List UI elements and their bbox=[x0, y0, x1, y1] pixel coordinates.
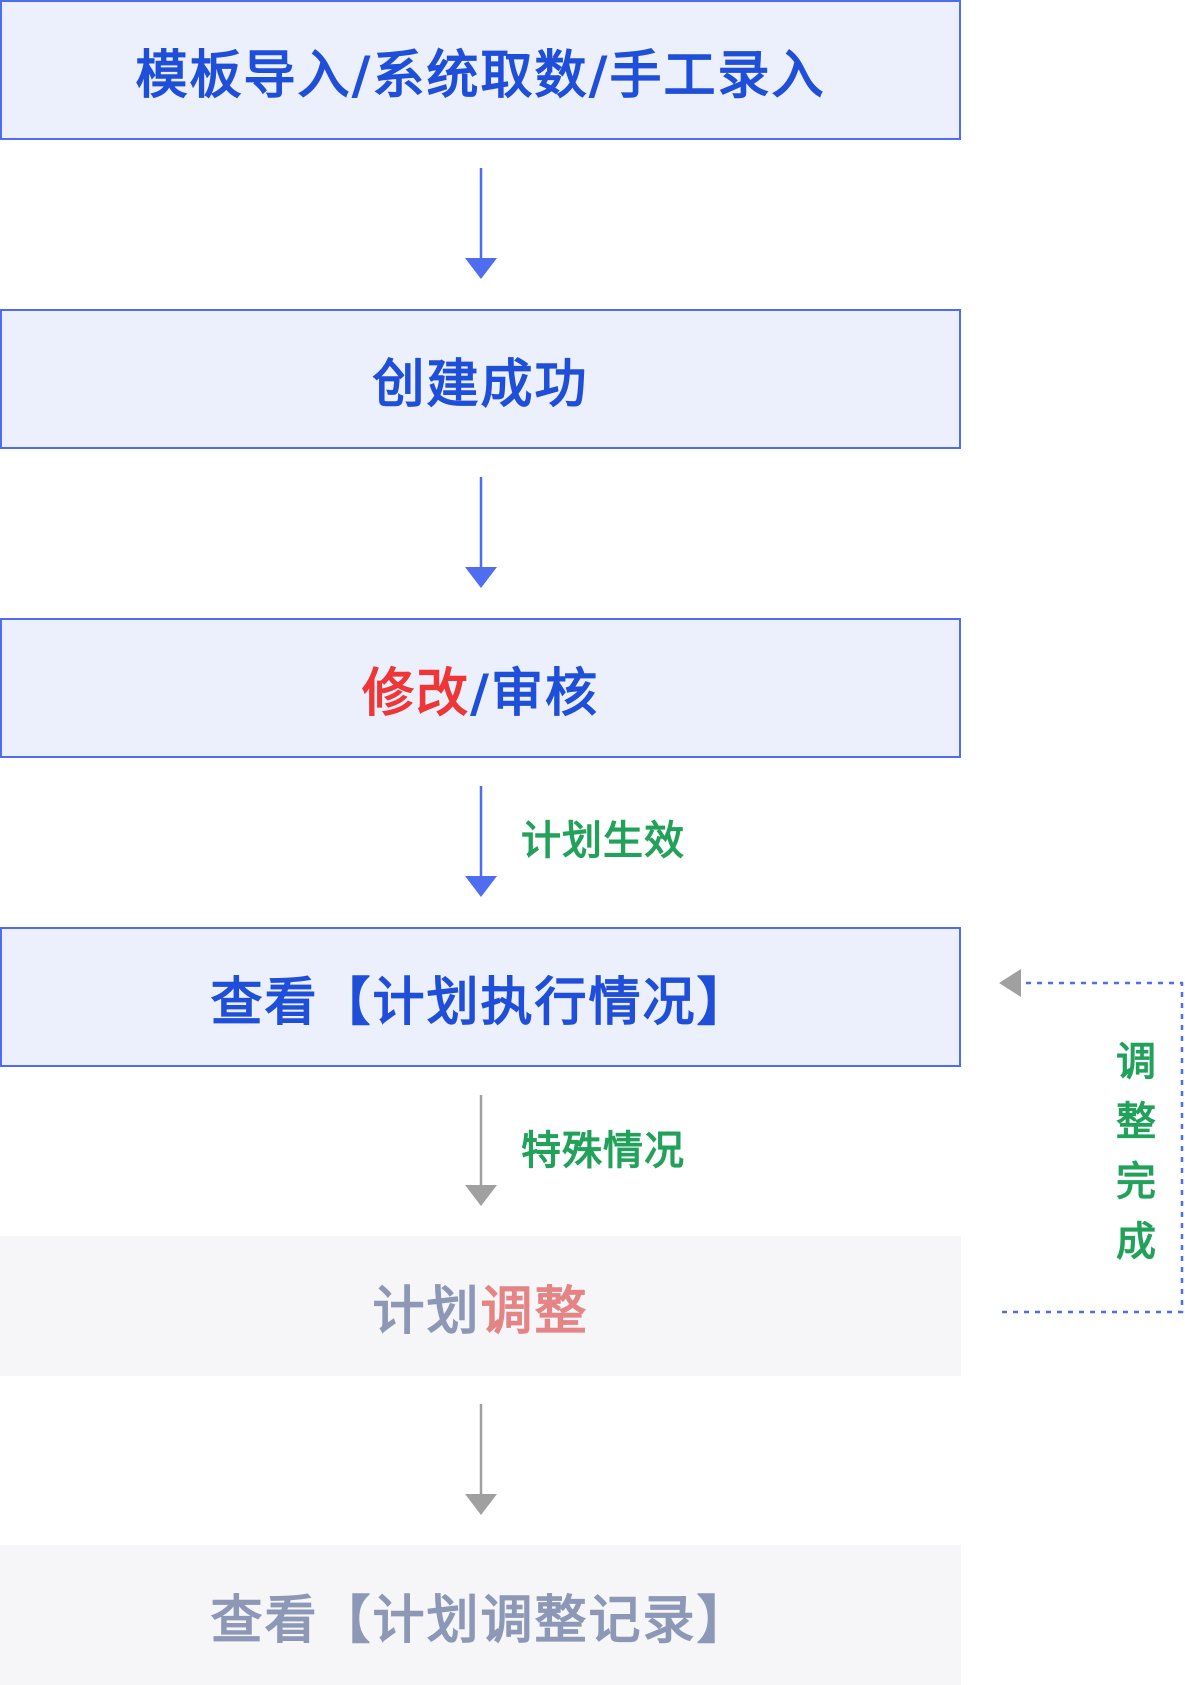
node-modify-label: 修改 bbox=[361, 663, 470, 724]
edge-label-special: 特殊情况 bbox=[521, 1128, 685, 1174]
arrow-1 bbox=[465, 168, 497, 279]
arrow-4 bbox=[465, 1095, 497, 1206]
node-plan-adjust: 计划调整 bbox=[0, 1236, 961, 1376]
node-created-label: 创建成功 bbox=[372, 354, 589, 415]
node-view-execution-label: 查看【计划执行情况】 bbox=[210, 972, 751, 1033]
node-import-label: 模板导入/系统取数/手工录入 bbox=[135, 45, 826, 106]
node-created: 创建成功 bbox=[0, 309, 961, 449]
feedback-loop bbox=[999, 969, 1184, 1314]
edge-label-effective: 计划生效 bbox=[521, 818, 685, 864]
node-view-adjust-record: 查看【计划调整记录】 bbox=[0, 1545, 961, 1685]
feedback-char: 调 bbox=[1116, 1039, 1156, 1085]
arrow-3 bbox=[465, 786, 497, 897]
feedback-char: 成 bbox=[1116, 1219, 1156, 1265]
feedback-label: 调 整 完 成 bbox=[1114, 1032, 1158, 1272]
arrow-2 bbox=[465, 477, 497, 588]
node-modify-review: 修改/审核 bbox=[0, 618, 961, 758]
node-import: 模板导入/系统取数/手工录入 bbox=[0, 0, 961, 140]
node-plan-label: 计划 bbox=[372, 1281, 481, 1342]
node-view-execution: 查看【计划执行情况】 bbox=[0, 927, 961, 1067]
node-view-adjust-record-label: 查看【计划调整记录】 bbox=[210, 1590, 751, 1651]
feedback-char: 完 bbox=[1116, 1159, 1156, 1205]
feedback-char: 整 bbox=[1116, 1099, 1156, 1145]
node-review-label: /审核 bbox=[470, 663, 599, 724]
arrow-5 bbox=[465, 1404, 497, 1515]
node-adjust-label: 调整 bbox=[480, 1281, 589, 1342]
